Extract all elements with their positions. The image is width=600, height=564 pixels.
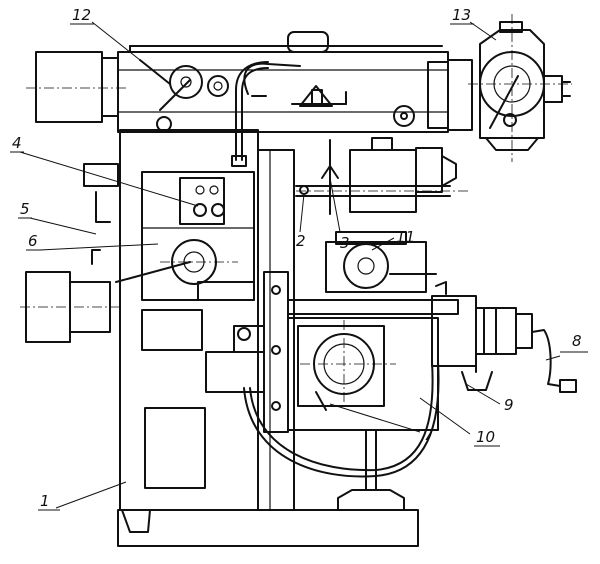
column-body <box>119 129 295 511</box>
callout-7: 7 <box>424 426 434 444</box>
callout-9: 9 <box>504 396 514 414</box>
callout-3: 3 <box>340 234 350 252</box>
callout-4: 4 <box>12 134 22 152</box>
callout-11: 11 <box>396 228 415 246</box>
elevating-screw <box>337 429 405 511</box>
speed-gearbox <box>115 171 255 301</box>
vertical-head <box>447 14 572 162</box>
callout-1: 1 <box>40 492 50 510</box>
feed-motor <box>20 163 120 343</box>
callout-labels: 12 13 4 5 6 2 3 11 1 7 10 9 8 <box>10 6 588 511</box>
main-motor <box>26 51 128 123</box>
callout-12: 12 <box>72 6 91 24</box>
callout-2: 2 <box>296 232 306 250</box>
cross-feed-mechanism <box>431 295 577 393</box>
callout-5: 5 <box>20 200 30 218</box>
knee <box>205 271 439 433</box>
callout-10: 10 <box>476 428 495 446</box>
arbor-and-cutter <box>295 137 470 215</box>
callout-13: 13 <box>452 6 471 24</box>
callout-8: 8 <box>572 332 582 350</box>
coolant-hose <box>231 61 440 478</box>
overarm <box>117 31 449 133</box>
machine-base <box>117 509 419 547</box>
leader-lines <box>19 21 561 509</box>
callout-6: 6 <box>28 232 38 250</box>
